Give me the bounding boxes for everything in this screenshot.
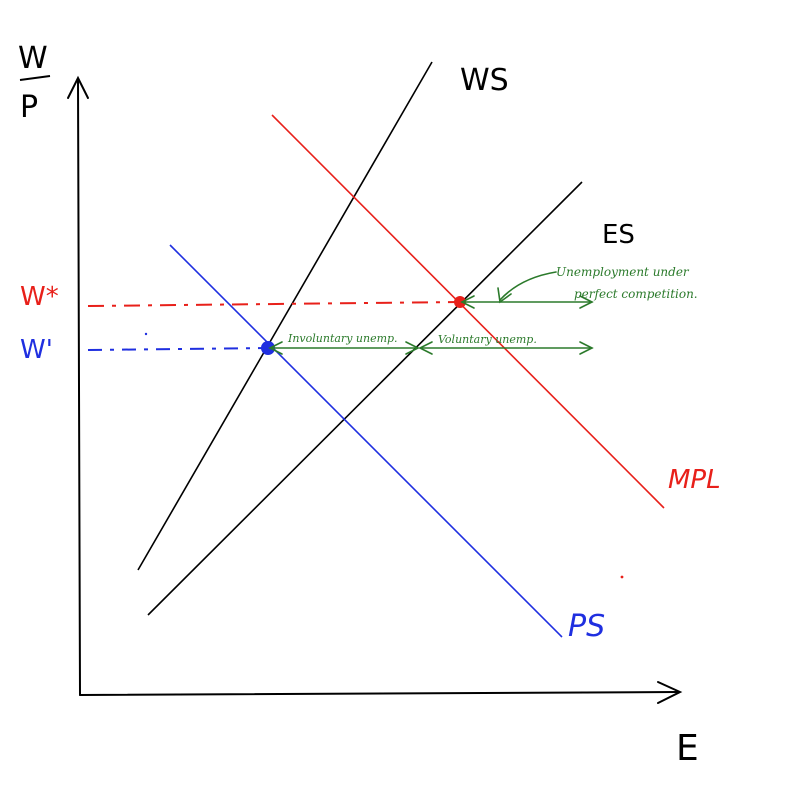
ps-curve [169,244,563,638]
stray-red-dot [620,575,624,579]
w-prime-label: W' [20,335,53,365]
competitive-unemployment-arrow-right-head [579,295,594,309]
es-curve [147,181,583,616]
voluntary-unemployment-label: Voluntary unemp. [438,333,537,346]
annotation-pointer-arrow [499,271,557,301]
annotation-pointer-arrow-head [497,287,512,304]
involuntary-unemployment-arrow-right-head [405,341,420,355]
x-axis-label: E [676,728,699,769]
y-axis-label-fraction-bar [19,75,51,81]
involuntary-unemployment-arrow-left-head [268,341,283,355]
y-axis-label-numerator: W [18,41,48,76]
unemployment-annotation-line2: perfect competition. [574,287,698,301]
involuntary-unemployment-label: Involuntary unemp. [287,332,398,345]
w-prime-dashed-line [87,347,269,351]
wage-setting-equilibrium-point [261,341,275,355]
x-axis [79,691,679,696]
ps-label: PS [568,609,605,644]
axes [67,75,683,704]
y-axis-label-denominator: P [20,90,38,125]
x-axis-arrowhead [657,681,683,704]
ws-label: WS [460,63,509,98]
mpl-label: MPL [668,465,721,495]
y-axis [77,79,81,696]
voluntary-unemployment-arrow-right-head [579,341,594,355]
stray-blue-dot [144,332,148,336]
w-star-dashed-line [87,301,461,307]
annotations [268,271,594,355]
mpl-curve [271,114,665,509]
ws-curve [137,61,433,571]
voluntary-unemployment-arrow-left-head [418,341,433,355]
competitive-equilibrium-point [454,296,466,308]
es-label: ES [602,220,635,250]
unemployment-annotation-line1: Unemployment under [556,265,690,279]
y-axis-arrowhead [67,75,89,99]
w-star-label: W* [20,282,59,312]
competitive-unemployment-arrow-left-head [460,295,475,309]
